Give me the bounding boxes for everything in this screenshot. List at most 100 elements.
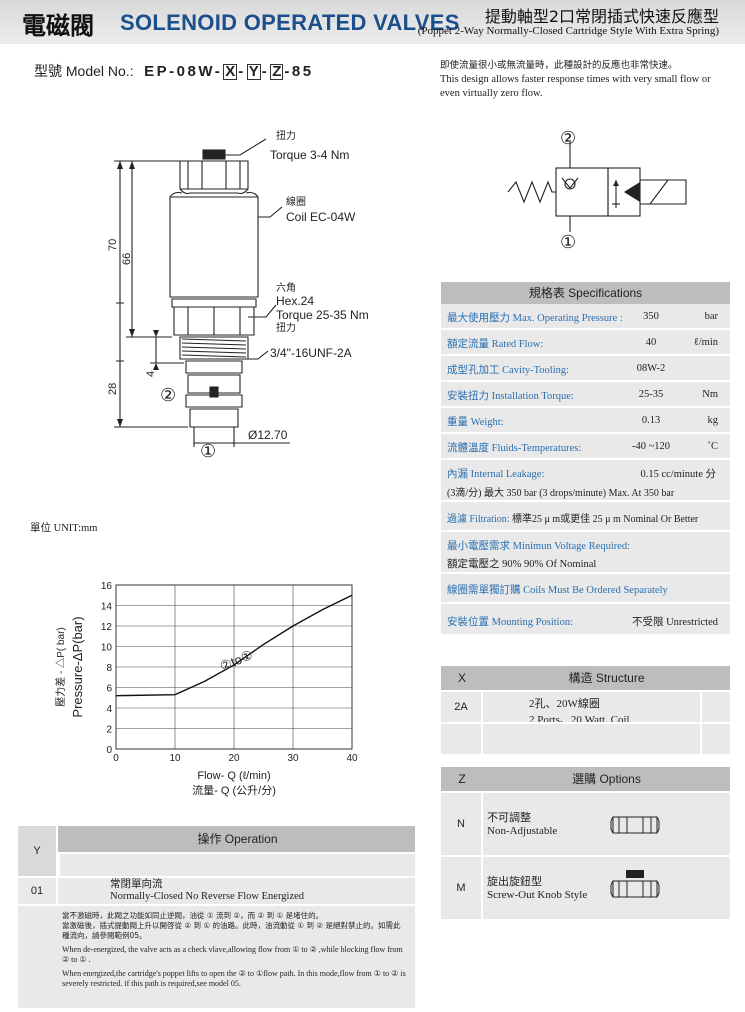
spec-title: 規格表 Specifications [441, 282, 730, 304]
option-m-zh: 旋出旋鈕型 [487, 876, 542, 888]
spec-label: 安裝扭力 Installation Torque: [447, 391, 574, 402]
structure-row-empty [441, 722, 730, 754]
spec-row-leakage: 內漏 Internal Leakage: 0.15 cc/minute 分 (3… [441, 460, 730, 502]
torque2-label: Torque 25-35 Nm [276, 308, 369, 322]
x-tick-label: 10 [169, 753, 181, 764]
x-tick-label: 20 [228, 753, 240, 764]
model-number: 型號 Model No.: EP-08W-X-Y-Z-85 [34, 61, 314, 81]
model-sep: - [238, 63, 246, 80]
options-header: Z 選購 Options [441, 767, 730, 791]
dim-28: 28 [107, 383, 119, 395]
model-code: EP-08W-X-Y-Z-85 [137, 63, 313, 80]
y-tick-label: 16 [101, 581, 113, 592]
screw-out-knob-icon [610, 870, 660, 898]
spec-row-filtration: 過濾 Filtration: 標準25 μ m或更佳 25 μ m Nomina… [441, 502, 730, 532]
structure-header: X 構造 Structure [441, 666, 730, 690]
structure-code: 2A [454, 701, 468, 713]
operation-code: 01 [30, 885, 44, 897]
y-tick-label: 2 [106, 725, 112, 736]
structure-title: 構造 Structure [568, 671, 645, 685]
coils-note: 線圈需單獨訂購 Coils Must Be Ordered Separately [447, 585, 668, 596]
spec-value: -40 ~120 [631, 441, 671, 452]
filtration-value: 標準25 μ m或更佳 25 μ m Nominal Or Better [512, 514, 699, 525]
filtration-label: 過濾 Filtration: [447, 514, 510, 525]
knob-icon [202, 149, 226, 160]
option-code-n: N [457, 818, 465, 830]
subtitle-zh: 提動軸型2口常閉插式快速反應型 [484, 7, 719, 26]
model-x-box: X [223, 63, 238, 80]
y-tick-label: 0 [106, 745, 112, 756]
model-label: 型號 Model No.: [34, 63, 134, 79]
torque-label: Torque 3-4 Nm [270, 148, 349, 162]
description-zh: 即使流量很小或無流量時，此種設計的反應也非常快速。 [440, 60, 678, 71]
x-tick-label: 0 [113, 753, 119, 764]
y-tick-label: 6 [106, 684, 112, 695]
symbol-port-1: ① [560, 232, 576, 252]
spec-value: 350 [643, 311, 659, 322]
x-axis-label-zh: 流量- Q (公升/分) [192, 783, 276, 797]
leakage-note: (3滴/分) 最大 350 bar (3 drops/minute) Max. … [447, 488, 675, 499]
spec-row: 流體溫度 Fluids-Temperatures:-40 ~120˚C [441, 434, 730, 460]
title-zh: 電磁閥 [22, 12, 94, 40]
spec-row-coils: 線圈需單獨訂購 Coils Must Be Ordered Separately [441, 574, 730, 604]
x-tick-label: 30 [287, 753, 299, 764]
spec-unit: bar [704, 311, 718, 322]
spec-table: 規格表 Specifications 最大使用壓力 Max. Operating… [441, 282, 730, 636]
spec-label: 成型孔加工 Cavity-Tooling: [447, 365, 570, 376]
option-code-m: M [456, 882, 466, 894]
port-1-label: ① [200, 441, 216, 461]
operation-desc-zh: 常閉單向流 [110, 879, 163, 890]
spec-row: 成型孔加工 Cavity-Tooling: 08W-2 [441, 356, 730, 382]
model-sep: - [261, 63, 270, 80]
y-tick-label: 12 [101, 622, 113, 633]
y-axis-label-zh: 壓力差 - △P( bar) [54, 627, 67, 706]
option-n-en: Non-Adjustable [487, 825, 558, 837]
spec-value: 08W-2 [636, 363, 666, 374]
operation-desc-en: Normally-Closed No Reverse Flow Energize… [110, 891, 305, 902]
hex-zh-label: 六角 [276, 282, 296, 294]
dim-70: 70 [107, 239, 119, 251]
y-tick-label: 14 [101, 602, 113, 613]
spec-label: 重量 Weight: [447, 417, 504, 428]
options-table: Z 選購 Options N 不可調整 Non-Adjustable M 旋出旋… [441, 767, 730, 919]
note-zh-1: 當不激磁時，此閥之功能如同止逆閥，油從 ① 流到 ②，而 ② 到 ① 是堵住的。 [62, 911, 324, 920]
description: 即使流量很小或無流量時，此種設計的反應也非常快速。 This design al… [440, 59, 730, 101]
structure-desc-zh: 2孔、20W線圈 [529, 698, 600, 710]
options-row-m: M 旋出旋鈕型 Screw-Out Knob Style [441, 855, 730, 919]
dim-4: 4 [145, 371, 157, 377]
option-desc-m: 旋出旋鈕型 Screw-Out Knob Style [487, 873, 587, 901]
thread-label: 3/4"-16UNF-2A [270, 346, 352, 360]
operation-header: 操作 Operation [18, 826, 415, 852]
option-m-en: Screw-Out Knob Style [487, 889, 588, 901]
model-y-box: Y [246, 63, 261, 80]
note-en-1: When de-energized, the valve acts as a c… [62, 945, 403, 964]
mounting-value: 不受限 Unrestricted [631, 617, 718, 628]
options-title: 選購 Options [572, 772, 641, 786]
option-desc-n: 不可調整 Non-Adjustable [487, 809, 557, 837]
y-tick-label: 10 [101, 643, 113, 654]
non-adjustable-nut-icon [610, 816, 660, 834]
y-tick-label: 4 [106, 704, 112, 715]
leakage-value: 0.15 cc/minute 分 [640, 469, 716, 480]
spec-unit: kg [707, 415, 719, 426]
spec-label: 額定流量 Rated Flow: [447, 339, 544, 350]
hydraulic-symbol: ② ① [507, 128, 687, 252]
torque-zh-label: 扭力 [276, 129, 296, 142]
model-prefix: EP-08W- [144, 63, 223, 80]
title-en: SOLENOID OPERATED VALVES [120, 10, 460, 35]
structure-table: X 構造 Structure 2A 2孔、20W線圈 2 Ports、20 Wa… [441, 666, 730, 754]
operation-col-code: Y [33, 845, 41, 857]
spec-row: 最大使用壓力 Max. Operating Pressure : 350 bar [441, 304, 730, 330]
structure-row: 2A 2孔、20W線圈 2 Ports、20 Watt. Coil [441, 690, 730, 726]
chart-annotation: ②to① [218, 647, 255, 674]
x-tick-label: 40 [346, 753, 358, 764]
spec-label: 最大使用壓力 Max. Operating Pressure : [447, 313, 623, 324]
x-axis-label: Flow- Q (ℓ/min) [197, 770, 270, 782]
spec-unit: Nm [702, 389, 718, 400]
spec-value: 0.13 [641, 415, 661, 426]
mounting-label: 安裝位置 Mounting Position: [447, 617, 574, 628]
spec-row: 重量 Weight: 0.13 kg [441, 408, 730, 434]
note-zh-2: 當激磁後，插式提動閥上升以開啓從 ② 到 ① 的油路。此時，油流動從 ① 到 ②… [62, 921, 401, 940]
